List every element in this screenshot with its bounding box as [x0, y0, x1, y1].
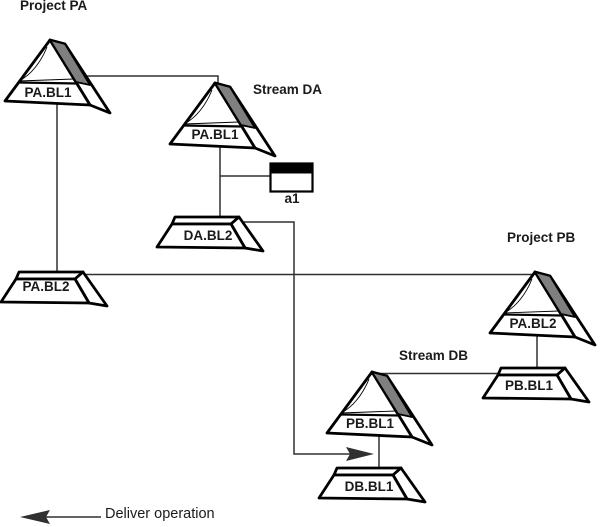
- stream-da-title: Stream DA: [253, 82, 323, 97]
- project-pb-pyramid-icon: [488, 270, 597, 347]
- deliver-arrowhead-icon: [346, 447, 374, 461]
- baseline-pb-bl1-label: PB.BL1: [504, 378, 554, 393]
- baseline-pa-bl2-label: PA.BL2: [22, 279, 70, 294]
- baseline-db-bl1-label: DB.BL1: [344, 479, 394, 494]
- baseline-da-bl2-label: DA.BL2: [183, 228, 233, 243]
- project-pa-title: Project PA: [20, 0, 88, 13]
- project-pb-baseline-label: PA.BL2: [509, 316, 557, 331]
- stream-db-baseline-label: PB.BL1: [345, 416, 395, 431]
- activity-a1-icon: [269, 162, 314, 193]
- deliver-line: [242, 221, 351, 455]
- project-pa-baseline-label: PA.BL1: [24, 85, 72, 100]
- stream-db-pyramid-icon: [325, 370, 434, 447]
- activity-a1-label: a1: [284, 191, 300, 206]
- deliver-legend-label: Deliver operation: [105, 506, 215, 522]
- deliver-legend-arrow-icon: [20, 510, 101, 524]
- project-pb-title: Project PB: [507, 230, 576, 245]
- stream-da-baseline-label: PA.BL1: [191, 127, 239, 142]
- stream-db-title: Stream DB: [399, 348, 469, 363]
